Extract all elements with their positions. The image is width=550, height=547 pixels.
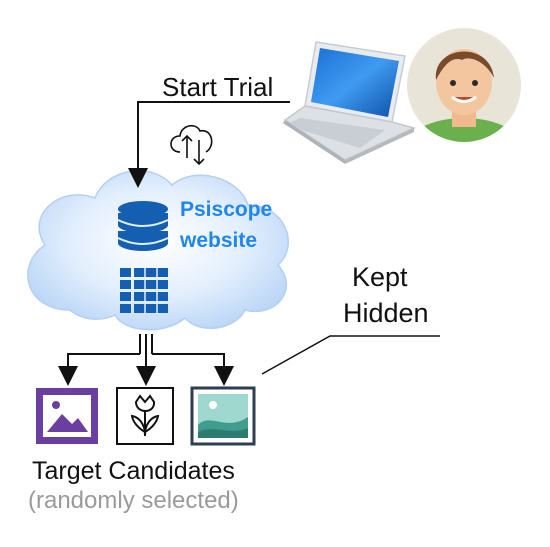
site-name-line2: website bbox=[180, 229, 258, 252]
database-icon bbox=[117, 201, 169, 251]
cloud-sync-icon bbox=[170, 124, 213, 166]
tulip-icon bbox=[116, 387, 174, 445]
person-avatar-icon bbox=[407, 28, 521, 142]
cloud-shape bbox=[27, 170, 289, 331]
landscape-picture-icon bbox=[190, 386, 256, 446]
image-purple-icon bbox=[36, 388, 98, 444]
start-trial-label: Start Trial bbox=[162, 72, 274, 102]
distribution-arrows bbox=[58, 334, 234, 386]
kept-hidden-line1: Kept bbox=[352, 262, 408, 292]
kept-hidden-leader bbox=[261, 335, 440, 375]
table-grid-icon bbox=[120, 268, 168, 313]
laptop-icon bbox=[283, 41, 417, 164]
kept-hidden-line2: Hidden bbox=[343, 298, 429, 328]
random-selection-note: (randomly selected) bbox=[28, 487, 239, 514]
target-candidates-label: Target Candidates bbox=[32, 457, 235, 485]
site-name-line1: Psiscope bbox=[180, 198, 273, 221]
start-trial-arrow bbox=[128, 101, 290, 188]
